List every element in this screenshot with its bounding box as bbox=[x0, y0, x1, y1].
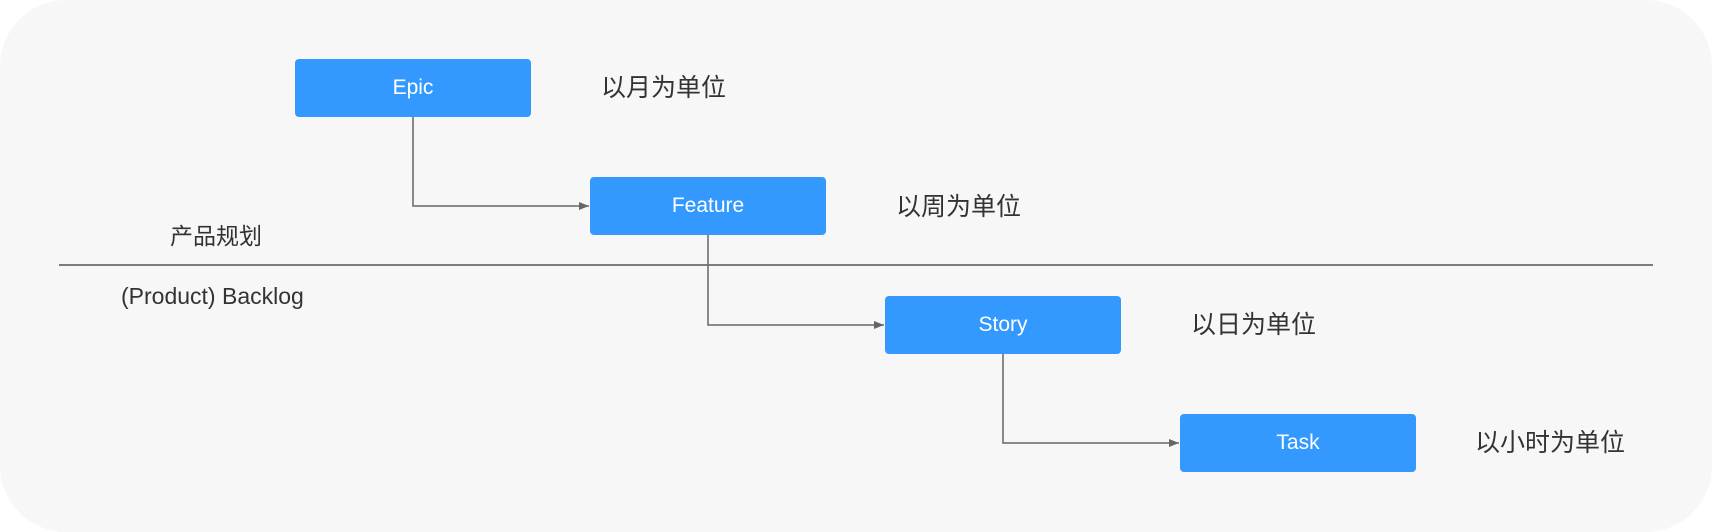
task-unit-label: 以小时为单位 bbox=[1475, 429, 1626, 457]
task-box: Task bbox=[1180, 414, 1416, 472]
epic-box: Epic bbox=[295, 59, 531, 117]
story-unit-label: 以日为单位 bbox=[1191, 311, 1317, 339]
upper-section-label: 产品规划 bbox=[170, 223, 262, 249]
feature-unit-label: 以周为单位 bbox=[896, 193, 1022, 221]
feature-box: Feature bbox=[590, 177, 826, 235]
connector-story-to-task bbox=[1002, 354, 1179, 447]
connector-feature-to-story bbox=[707, 235, 884, 329]
story-box: Story bbox=[885, 296, 1121, 354]
lower-section-label: (Product) Backlog bbox=[121, 283, 304, 309]
connector-epic-to-feature bbox=[412, 117, 589, 210]
epic-unit-label: 以月为单位 bbox=[601, 74, 727, 102]
